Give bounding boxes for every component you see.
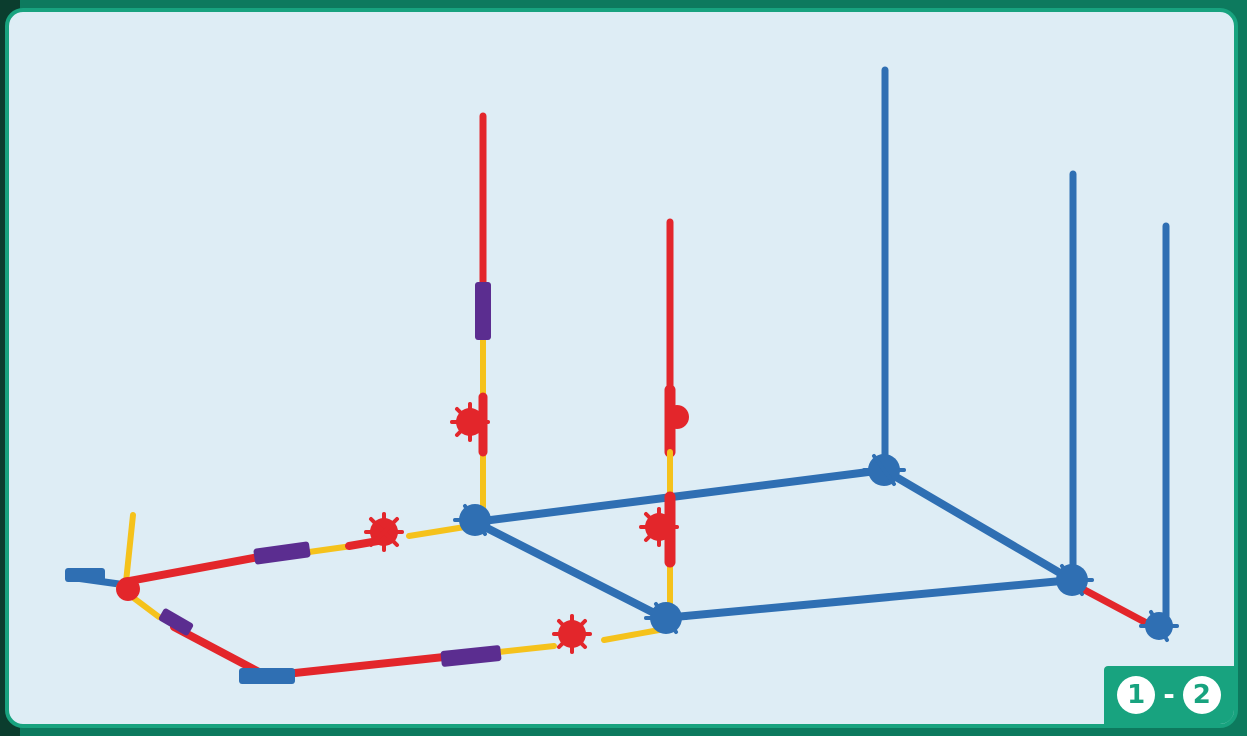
build-diagram [65,66,1179,684]
blue-rod [471,518,668,622]
blue-end-connector [65,568,105,582]
yellow-rod [406,523,474,539]
red-rod [120,553,263,586]
step-to: 2 [1182,676,1221,714]
purple-connector [253,541,311,565]
purple-connector [440,645,502,667]
step-separator: - [1163,678,1175,711]
blue-rod [660,576,1076,622]
red-gear-connector [116,577,140,601]
instruction-panel: 1 - 2 [5,8,1238,728]
red-rod [263,653,448,680]
red-rod [1075,583,1158,631]
step-range-badge: 1 - 2 [1104,666,1234,724]
red-gear-connector [665,405,689,429]
step-from: 1 [1117,676,1156,714]
blue-rod [471,466,888,526]
purple-connector [158,608,194,636]
yellow-rod [123,512,136,585]
yellow-rod [496,643,557,655]
blue-rod [880,466,1076,584]
blue-end-connector [239,668,295,684]
yellow-rod [601,627,662,643]
purple-connector [475,282,491,340]
